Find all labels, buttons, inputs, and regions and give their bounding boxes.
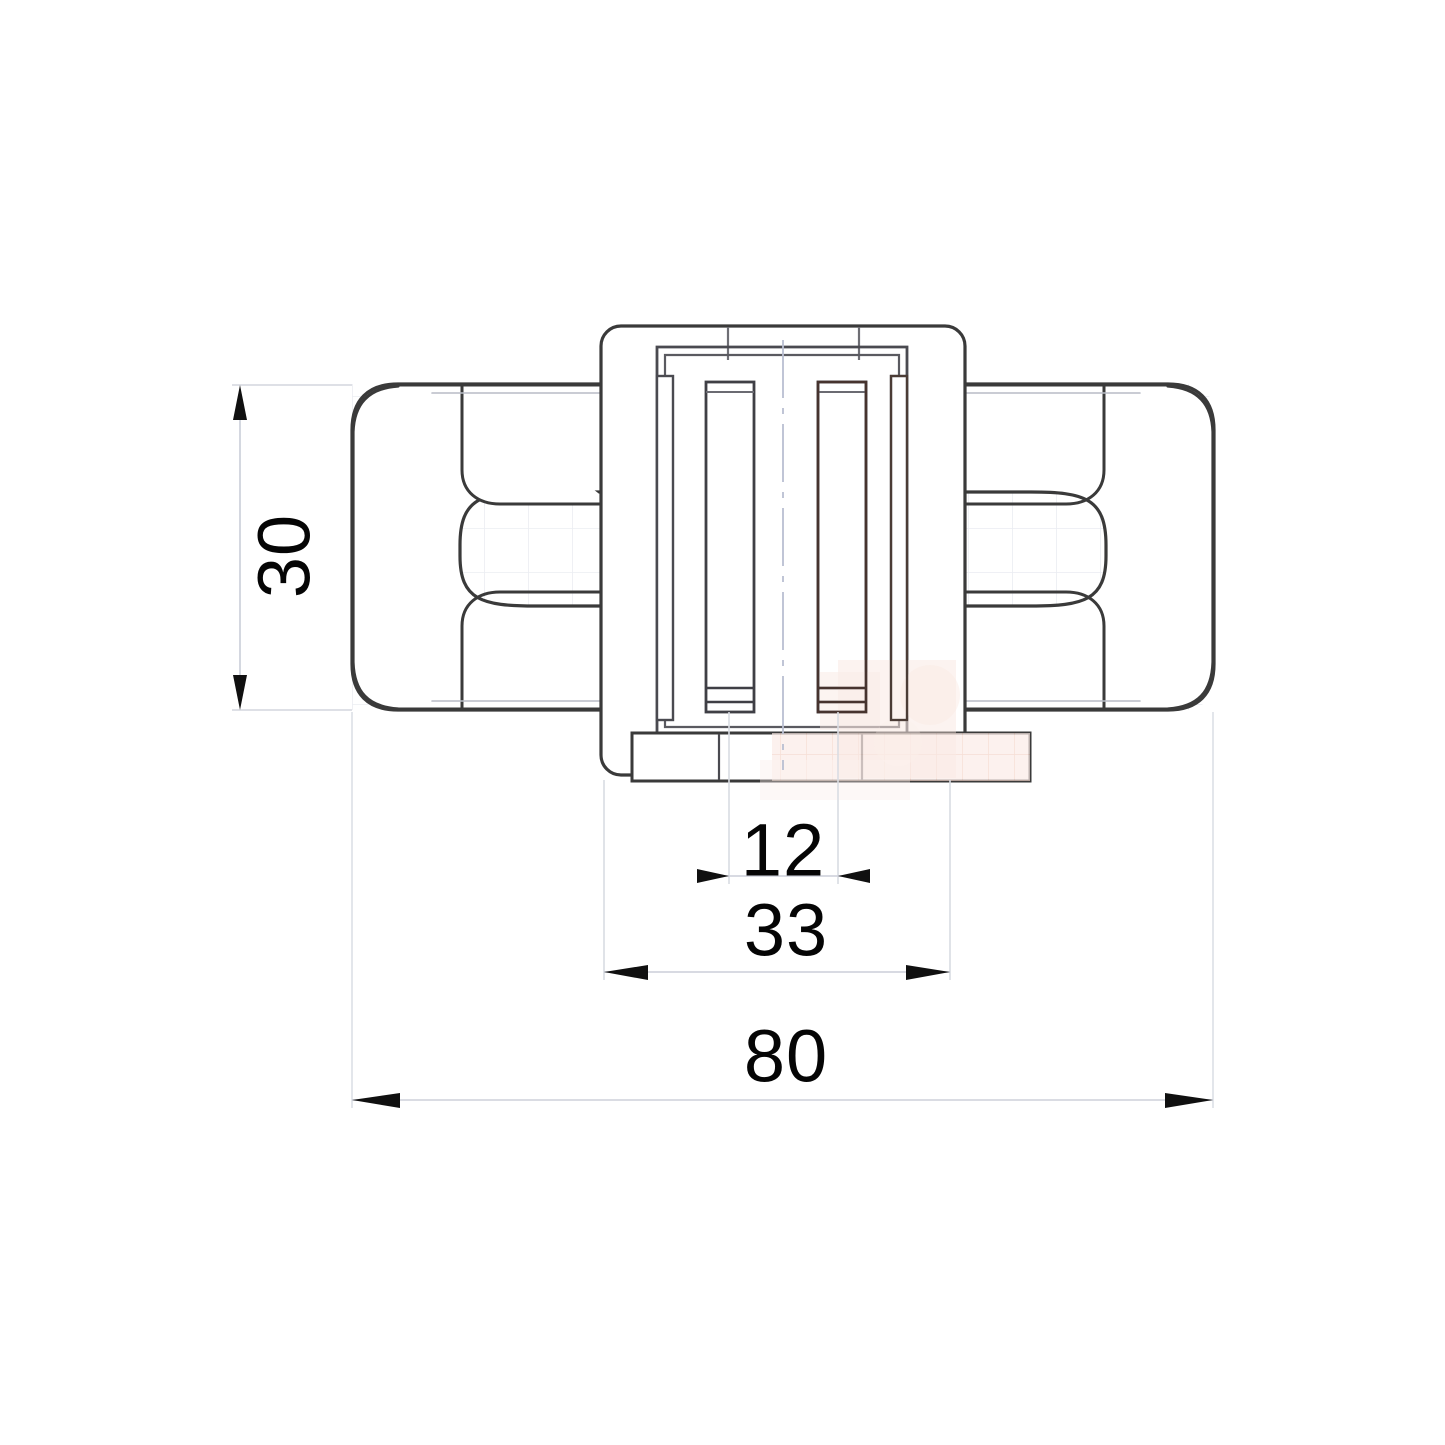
left-handle-notch-upper (460, 384, 614, 506)
left-guide-strip (655, 374, 675, 722)
right-handle-outer-edge (1166, 384, 1215, 711)
dimension-30-group: 30 (232, 384, 352, 711)
dim30-arrow-bottom (233, 675, 247, 710)
center-block-group (599, 324, 1032, 783)
dim12-arrow-right (838, 869, 870, 883)
right-handle-notch-lower (952, 590, 1106, 710)
dimension-label-80: 80 (744, 1015, 828, 1098)
left-handle-outer-edge (351, 384, 400, 711)
right-handle-notch-upper (952, 384, 1106, 506)
slot-edge-restroke (816, 374, 909, 722)
dim33-arrow-left (604, 965, 648, 980)
highlight-blob (900, 665, 960, 725)
dim80-arrow-left (352, 1093, 400, 1108)
left-handle-notch-lower (460, 590, 614, 710)
dim30-arrow-top (233, 385, 247, 420)
dim12-arrow-left (697, 869, 729, 883)
highlight-smudge-c (760, 760, 910, 800)
highlight-blob-2 (874, 718, 922, 766)
inner-slot-left (704, 380, 756, 714)
dimension-12-group: 12 (697, 712, 870, 892)
dim33-arrow-right (906, 965, 950, 980)
dimension-label-30: 30 (243, 514, 326, 598)
dim80-arrow-right (1165, 1093, 1213, 1108)
dimension-label-12: 12 (741, 809, 825, 892)
inner-slot-right (816, 380, 868, 714)
dimension-33-group: 33 (603, 780, 951, 980)
part-outline-group (350, 382, 1216, 712)
dimension-80-group: 80 (351, 712, 1214, 1108)
dimension-label-33: 33 (744, 889, 828, 972)
